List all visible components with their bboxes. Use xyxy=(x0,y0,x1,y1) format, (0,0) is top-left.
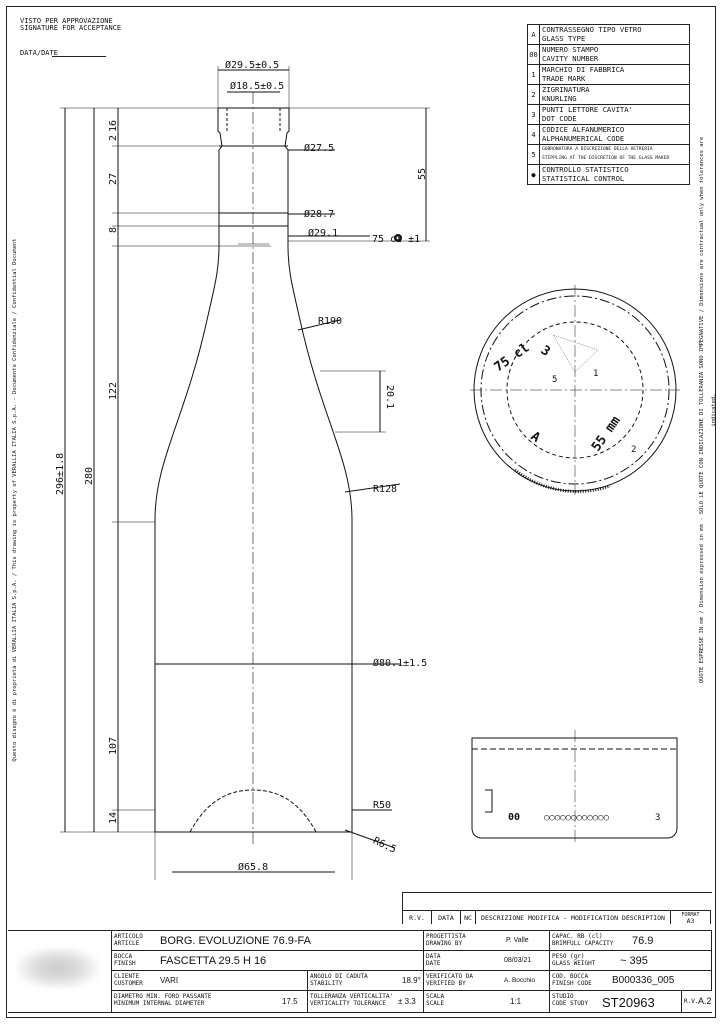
legend-key: 2 xyxy=(528,85,540,104)
neck-inner-dia: Ø18.5±0.5 xyxy=(230,80,284,92)
height-14: 14 xyxy=(108,812,119,824)
dia-29-1: Ø29.1 xyxy=(308,227,338,239)
legend-it: CONTROLLO STATISTICO xyxy=(542,165,629,174)
height-122: 122 xyxy=(108,382,119,400)
signature-label: SIGNATURE FOR ACCEPTANCE xyxy=(20,24,122,32)
base-capacity: 75 cl xyxy=(492,341,533,376)
legend-en: KNURLING xyxy=(542,93,577,103)
legend-it: GOBRONATURA A DISCREZIONE DELLA VETRERIA xyxy=(542,147,653,152)
base-glass-type: A xyxy=(528,429,543,446)
verified-by: A. Bocchio xyxy=(504,977,536,984)
legend-key: ● xyxy=(528,165,540,184)
rev-date: DATA xyxy=(432,911,461,924)
base-code: 3 xyxy=(538,343,553,360)
height-2: 2 xyxy=(108,135,119,141)
height-280: 280 xyxy=(84,467,95,485)
base-finish-mm: 55 mm xyxy=(589,413,624,454)
legend-it: MARCHIO DI FABBRICA xyxy=(542,65,625,74)
legend-key: A xyxy=(528,25,540,44)
height-107: 107 xyxy=(108,737,119,755)
neck-outer-dia: Ø29.5±0.5 xyxy=(225,59,279,71)
code-study: ST20963 xyxy=(602,995,655,1010)
radius-6-5: R6.5 xyxy=(371,836,397,856)
drawing-by: P. Valle xyxy=(506,937,529,944)
finish-value: FASCETTA 29.5 H 16 xyxy=(160,955,267,967)
date-label: DATA/DATE xyxy=(20,49,58,57)
legend-en: STATISTICAL CONTROL xyxy=(542,173,625,183)
stability-value: 18.9° xyxy=(402,976,421,985)
rev-format-val: A3 xyxy=(686,916,695,925)
base-num-2: 2 xyxy=(631,445,636,455)
legend-en: GLASS TYPE xyxy=(542,33,586,43)
radius-128: R128 xyxy=(373,484,397,495)
scale-value: 1:1 xyxy=(510,997,522,1006)
radius-190: R190 xyxy=(318,316,342,327)
verticality-tolerance: ± 3.3 xyxy=(398,997,416,1006)
legend-en: TRADE MARK xyxy=(542,73,586,83)
legend-key: 1 xyxy=(528,65,540,84)
height-8: 8 xyxy=(108,227,119,233)
finish-code: B000336_005 xyxy=(612,975,675,986)
total-height: 296±1.8 xyxy=(55,453,66,495)
height-20-1: 20.1 xyxy=(384,385,395,409)
article-value: BORG. EVOLUZIONE 76.9-FA xyxy=(160,935,311,947)
legend-key: 5 xyxy=(528,145,540,164)
legend-it: CODICE ALFANUMERICO xyxy=(542,125,625,134)
dia-28-7: Ø28.7 xyxy=(304,208,334,220)
min-internal-dia: 17.5 xyxy=(282,997,298,1006)
side-cavity: 00 xyxy=(508,812,520,823)
customer-value: VARI xyxy=(160,976,179,985)
base-num-5: 5 xyxy=(552,375,557,385)
approval-label: VISTO PER APPROVAZIONE xyxy=(20,17,113,25)
radius-50: R50 xyxy=(373,800,391,811)
rev-rv: R.V. xyxy=(402,911,432,924)
glass-weight: ~ 395 xyxy=(620,955,648,967)
base-num-1: 1 xyxy=(593,369,598,379)
rev-nc: NC xyxy=(461,911,476,924)
height-16: 16 xyxy=(108,120,119,132)
legend-en: STIPPLING AT THE DISCRETION OF THE GLASS… xyxy=(542,155,670,161)
fill-level: 75 cl ±1 xyxy=(372,234,420,245)
revision-value: A.2 xyxy=(698,996,712,1006)
legend-it: CONTRASSEGNO TIPO VETRO xyxy=(542,25,642,34)
height-27: 27 xyxy=(108,173,119,185)
revision-block: R.V. DATA NC DESCRIZIONE MODIFICA - MODI… xyxy=(402,892,712,925)
legend-key: 3 xyxy=(528,105,540,124)
company-logo xyxy=(18,948,98,988)
date-line xyxy=(52,56,106,57)
legend-key: 4 xyxy=(528,125,540,144)
drawing-sheet xyxy=(6,6,716,1018)
base-dia: Ø65.8 xyxy=(238,861,268,873)
side-dot-num: 3 xyxy=(655,813,660,823)
legend-key: 00 xyxy=(528,45,540,64)
side-dot-code: ○○○○○○○○○○○○ xyxy=(544,813,610,823)
brimfull-capacity: 76.9 xyxy=(632,935,654,947)
rev-format: FORMAT xyxy=(681,911,700,918)
height-55: 55 xyxy=(417,168,428,180)
legend-it: ZIGRINATURA xyxy=(542,85,590,94)
legend-en: ALPHANUMERICAL CODE xyxy=(542,133,625,143)
legend-en: DOT CODE xyxy=(542,113,577,123)
legend-it: PUNTI LETTORE CAVITA' xyxy=(542,105,633,114)
date-value: 08/03/21 xyxy=(504,957,532,964)
legend-en: CAVITY NUMBER xyxy=(542,53,599,63)
rev-desc: DESCRIZIONE MODIFICA - MODIFICATION DESC… xyxy=(476,911,671,924)
dia-27-5: Ø27.5 xyxy=(304,142,334,154)
body-dia: Ø80.1±1.5 xyxy=(373,657,427,669)
legend-it: NUMERO STAMPO xyxy=(542,45,599,54)
